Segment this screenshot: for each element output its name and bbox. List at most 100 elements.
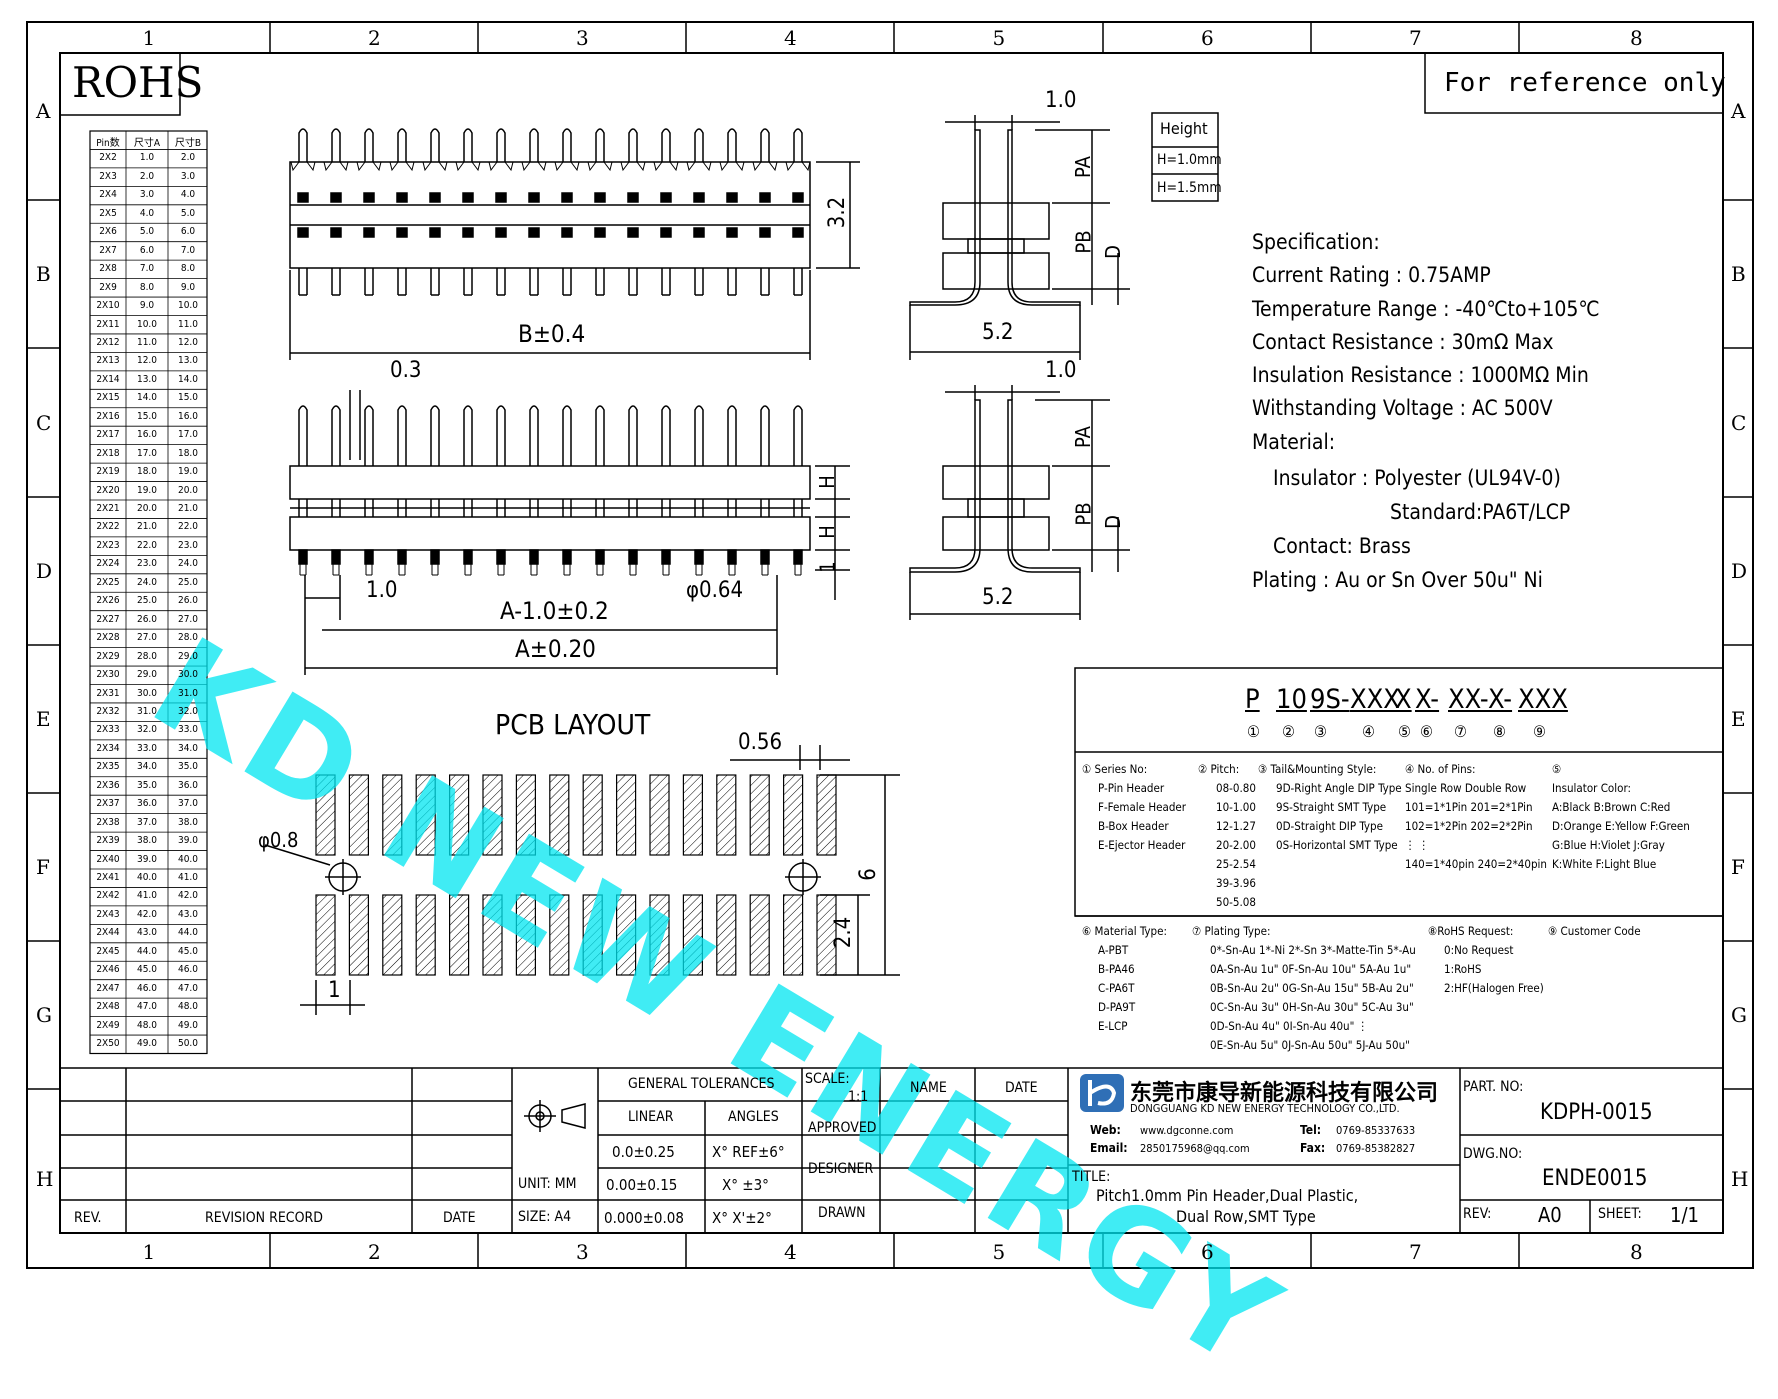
pin-table-cell: 2X17 <box>96 429 120 441</box>
frame-row-label: F <box>36 855 50 879</box>
pin-table-cell: 28.0 <box>177 632 199 644</box>
revision-record-label: REVISION RECORD <box>205 1210 323 1226</box>
legend-line: 12-1.27 <box>1216 819 1256 833</box>
pin-table-cell: 22.0 <box>136 539 158 551</box>
pin-table-cell: 17.0 <box>177 429 199 441</box>
dim-h-lower: H <box>814 525 839 539</box>
pin-table-cell: 35.0 <box>177 761 199 773</box>
angles-label: ANGLES <box>728 1109 779 1125</box>
pin-table-cell: 2X39 <box>96 835 120 847</box>
legend-line: E-LCP <box>1098 1019 1128 1033</box>
frame-row-label: A <box>36 99 51 123</box>
pin-table-cell: 20.0 <box>177 484 199 496</box>
drawing-canvas <box>26 21 1754 1269</box>
legend-line: ⑤ <box>1552 762 1562 776</box>
frame-column-label: 1 <box>142 26 156 50</box>
frame-row-label: E <box>36 707 51 731</box>
legend-line: G:Blue H:Violet J:Gray <box>1552 838 1665 852</box>
pin-table-cell: 5.0 <box>139 226 155 238</box>
designer-label: DESIGNER <box>808 1161 874 1177</box>
dim-side-1-0: 1.0 <box>1045 358 1077 383</box>
frame-column-label: 7 <box>1409 26 1422 50</box>
title-line-1: Pitch1.0mm Pin Header,Dual Plastic, <box>1096 1186 1359 1205</box>
pin-table-cell: 2X38 <box>96 816 120 828</box>
spec-line: Material: <box>1252 430 1336 454</box>
pin-table-cell: 2X27 <box>96 613 120 625</box>
pin-table-cell: 23.0 <box>177 539 199 551</box>
legend-line: 0E-Sn-Au 5u" 0J-Sn-Au 50u" 5J-Au 50u" <box>1210 1038 1410 1052</box>
pin-table-cell: 11.0 <box>177 318 199 330</box>
spec-line: Insulator : Polyester (UL94V-0) <box>1273 466 1561 490</box>
pin-table-cell: 2X49 <box>96 1019 120 1031</box>
pin-table-cell: 2X42 <box>96 890 120 902</box>
pin-table-cell: 16.0 <box>177 410 199 422</box>
pin-table-cell: 2X37 <box>96 798 120 810</box>
web-value[interactable]: www.dgconne.com <box>1140 1124 1234 1137</box>
pin-table-cell: 9.0 <box>180 281 196 293</box>
dim-pa-2: PA <box>1070 426 1095 448</box>
pin-table-cell: 2X46 <box>96 964 120 976</box>
pin-table-cell: 1.0 <box>139 152 155 164</box>
linear-3: 0.000±0.08 <box>604 1209 684 1227</box>
legend-line: D-PA9T <box>1098 1000 1136 1014</box>
part-code-segment: P <box>1245 684 1260 715</box>
part-code-marker: ⑥ <box>1420 722 1433 741</box>
pin-table-cell: 2.0 <box>180 152 196 164</box>
tel-value: 0769-85337633 <box>1336 1124 1416 1137</box>
pin-table-cell: 47.0 <box>177 982 199 994</box>
frame-row-label: H <box>36 1166 54 1191</box>
angle-3: X° X'±2° <box>712 1209 772 1227</box>
part-code-segment: X- <box>1415 684 1440 715</box>
part-no-label: PART. NO: <box>1463 1079 1524 1095</box>
pin-table-cell: 2X50 <box>96 1038 120 1050</box>
dim-pb-2: PB <box>1071 502 1096 526</box>
part-code-segment: 10 <box>1276 684 1307 715</box>
legend-line: 0S-Horizontal SMT Type <box>1276 838 1398 852</box>
revision-date-label: DATE <box>443 1210 476 1226</box>
pin-table-cell: 2X11 <box>96 318 120 330</box>
legend-line: P-Pin Header <box>1098 781 1165 795</box>
pcb-dim-0-56: 0.56 <box>738 730 783 755</box>
spec-line: Temperature Range : -40℃to+105℃ <box>1252 297 1600 321</box>
pin-table-cell: 2X28 <box>96 632 120 644</box>
pin-table-cell: 2X20 <box>96 484 120 496</box>
dim-phi-0-64: φ0.64 <box>686 578 744 603</box>
frame-column-label: 6 <box>1201 26 1214 50</box>
legend-line: B-PA46 <box>1098 962 1135 976</box>
legend-line: Single Row Double Row <box>1405 781 1527 795</box>
dim-top-1-0: 1.0 <box>1045 88 1077 113</box>
frame-column-label: 4 <box>784 1240 797 1264</box>
pin-table-cell: 41.0 <box>177 872 199 883</box>
part-code-marker: ③ <box>1314 722 1327 741</box>
pin-table-cell: 3.0 <box>139 189 155 201</box>
pin-table-cell: 39.0 <box>177 835 199 847</box>
pin-table-cell: 2X34 <box>96 742 120 754</box>
legend-line: F-Female Header <box>1098 800 1187 814</box>
pin-table-cell: 2X26 <box>96 595 120 607</box>
pin-table-cell: 16.0 <box>136 429 158 441</box>
frame-row-label: D <box>1731 559 1748 583</box>
pin-table-cell: 46.0 <box>136 982 158 994</box>
pin-table-cell: 13.0 <box>136 373 158 385</box>
pin-table-cell: 30.0 <box>136 687 158 699</box>
pin-table-cell: 2X15 <box>96 392 120 404</box>
pin-table-cell: 22.0 <box>177 521 199 533</box>
pcb-dim-6: 6 <box>855 868 881 881</box>
legend-line: 10-1.00 <box>1216 800 1256 814</box>
legend-line: ⑦ Plating Type: <box>1192 924 1271 938</box>
dim-0-3: 0.3 <box>390 358 422 383</box>
email-value[interactable]: 2850175968@qq.com <box>1140 1142 1250 1155</box>
pin-table-cell: 2X31 <box>96 687 120 699</box>
fax-label: Fax: <box>1300 1141 1326 1155</box>
frame-column-label: 3 <box>576 1240 589 1264</box>
pin-table-cell: 26.0 <box>177 595 199 607</box>
scale-value: 1:1 <box>848 1089 869 1105</box>
scale-label: SCALE: <box>805 1071 850 1087</box>
dim-d-2: D <box>1100 515 1125 529</box>
name-header: NAME <box>910 1080 947 1096</box>
pin-table-cell: 27.0 <box>177 613 199 625</box>
pin-table-cell: 28.0 <box>136 650 158 662</box>
legend-line: 25-2.54 <box>1216 857 1256 871</box>
pin-table-cell: 31.0 <box>136 705 158 717</box>
spec-line: Withstanding Voltage : AC 500V <box>1252 396 1553 420</box>
